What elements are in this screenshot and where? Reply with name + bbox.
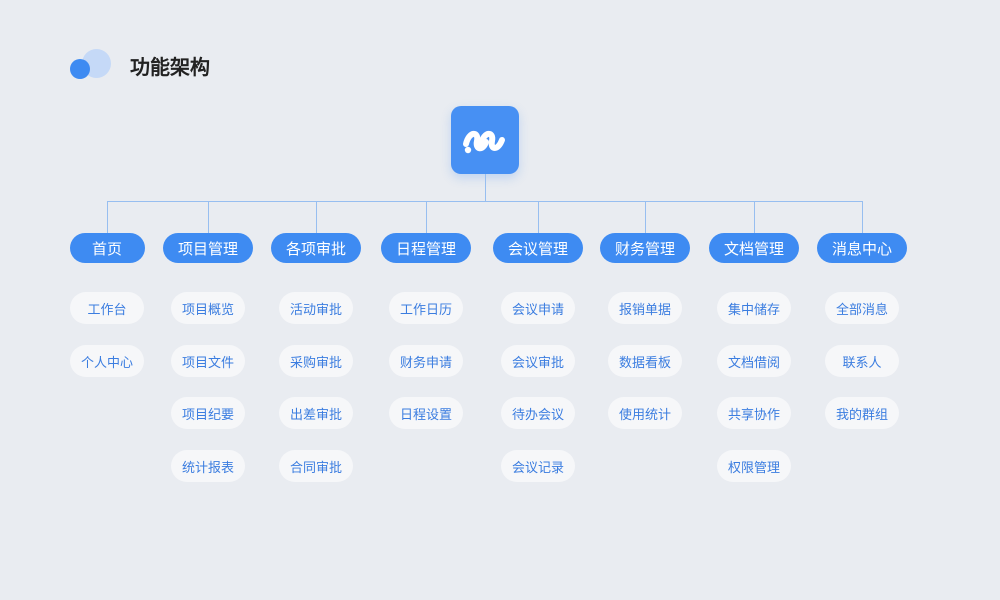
- category-node[interactable]: 各项审批: [271, 233, 361, 263]
- function-item[interactable]: 采购审批: [279, 345, 353, 377]
- function-item[interactable]: 活动审批: [279, 292, 353, 324]
- connector-drop: [107, 201, 108, 233]
- category-node[interactable]: 文档管理: [709, 233, 799, 263]
- connector-drop: [538, 201, 539, 233]
- function-item[interactable]: 出差审批: [279, 397, 353, 429]
- category-node[interactable]: 项目管理: [163, 233, 253, 263]
- connector-drop: [645, 201, 646, 233]
- function-item[interactable]: 会议申请: [501, 292, 575, 324]
- function-item[interactable]: 日程设置: [389, 397, 463, 429]
- function-item[interactable]: 会议审批: [501, 345, 575, 377]
- connector-drop: [426, 201, 427, 233]
- function-item[interactable]: 统计报表: [171, 450, 245, 482]
- function-item[interactable]: 共享协作: [717, 397, 791, 429]
- page-title: 功能架构: [130, 55, 210, 79]
- connector-logo-stem: [485, 174, 486, 201]
- category-node[interactable]: 消息中心: [817, 233, 907, 263]
- function-item[interactable]: 使用统计: [608, 397, 682, 429]
- connector-drop: [754, 201, 755, 233]
- function-item[interactable]: 会议记录: [501, 450, 575, 482]
- function-item[interactable]: 数据看板: [608, 345, 682, 377]
- function-item[interactable]: 集中储存: [717, 292, 791, 324]
- function-item[interactable]: 项目概览: [171, 292, 245, 324]
- category-node[interactable]: 首页: [69, 233, 145, 263]
- function-item[interactable]: 权限管理: [717, 450, 791, 482]
- function-item[interactable]: 报销单据: [608, 292, 682, 324]
- connector-drop: [862, 201, 863, 233]
- function-item[interactable]: 全部消息: [825, 292, 899, 324]
- function-item[interactable]: 工作日历: [389, 292, 463, 324]
- decorative-circle-dark: [70, 59, 90, 79]
- function-item[interactable]: 项目纪要: [171, 397, 245, 429]
- category-node[interactable]: 日程管理: [381, 233, 471, 263]
- category-node[interactable]: 会议管理: [493, 233, 583, 263]
- function-item[interactable]: 联系人: [825, 345, 899, 377]
- brand-logo: [451, 106, 519, 174]
- function-item[interactable]: 待办会议: [501, 397, 575, 429]
- connector-drop: [316, 201, 317, 233]
- brand-logo-icon: [463, 130, 505, 154]
- function-item[interactable]: 工作台: [70, 292, 144, 324]
- category-node[interactable]: 财务管理: [600, 233, 690, 263]
- function-item[interactable]: 我的群组: [825, 397, 899, 429]
- function-item[interactable]: 财务申请: [389, 345, 463, 377]
- function-item[interactable]: 项目文件: [171, 345, 245, 377]
- connector-bus: [107, 201, 863, 202]
- function-item[interactable]: 合同审批: [279, 450, 353, 482]
- function-item[interactable]: 个人中心: [70, 345, 144, 377]
- function-item[interactable]: 文档借阅: [717, 345, 791, 377]
- connector-drop: [208, 201, 209, 233]
